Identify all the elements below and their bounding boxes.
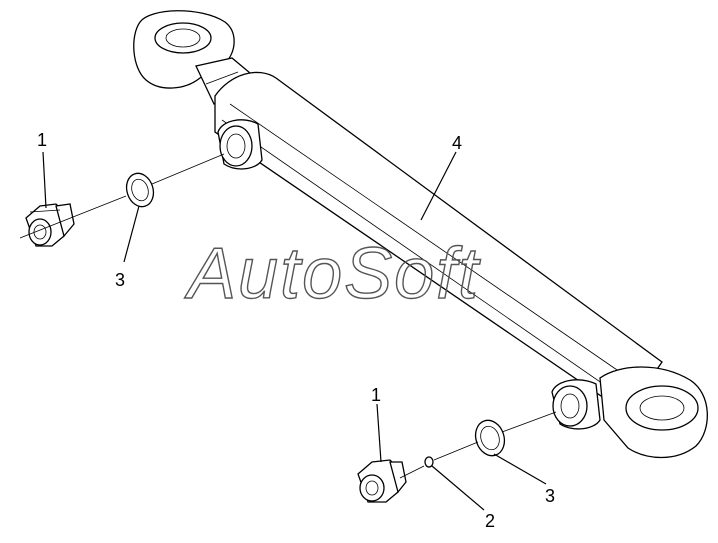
o-ring: [424, 456, 434, 468]
cylinder-barrel: [214, 71, 663, 401]
bottom-port-boss: [551, 379, 601, 430]
left-washer: [125, 172, 155, 208]
callout-4: 4: [452, 133, 462, 153]
callout-3-left: 3: [115, 270, 125, 290]
callout-2: 2: [485, 511, 495, 531]
bottom-clevis-eye: [599, 366, 708, 459]
watermark: AutoSoft: [184, 234, 481, 314]
top-port-boss: [217, 119, 263, 170]
callout-3-bottom: 3: [545, 486, 555, 506]
left-fitting: [25, 203, 75, 247]
callout-1-top: 1: [37, 130, 47, 150]
bottom-washer: [474, 419, 506, 457]
bottom-fitting: [357, 459, 407, 503]
leader-lines: [42, 151, 547, 511]
callout-1-bottom: 1: [371, 385, 381, 405]
assembly-axis-lines: [19, 153, 557, 479]
